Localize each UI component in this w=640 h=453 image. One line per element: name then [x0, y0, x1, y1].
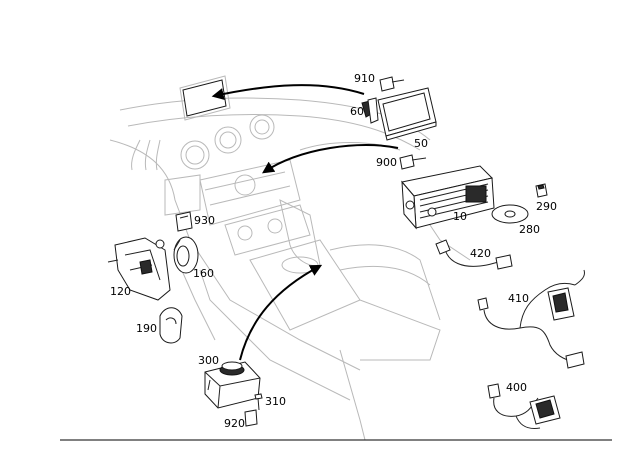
memory-card — [535, 183, 548, 198]
cover-930 — [175, 211, 193, 232]
screw-910 — [379, 76, 405, 92]
callout-410: 410 — [508, 292, 529, 305]
callout-50: 50 — [414, 137, 428, 150]
callout-160: 160 — [193, 267, 214, 280]
clip-920 — [244, 409, 258, 427]
callout-920: 920 — [224, 417, 245, 430]
bracket-assembly — [107, 237, 171, 301]
callout-290: 290 — [536, 200, 557, 213]
callout-910: 910 — [354, 72, 375, 85]
cable-400 — [487, 383, 561, 429]
speaker — [173, 236, 199, 274]
dashboard-sketch — [109, 97, 471, 441]
display-unit — [377, 87, 437, 141]
screw-310 — [254, 393, 263, 411]
arrow-controller — [239, 264, 323, 361]
head-unit — [401, 165, 495, 230]
callout-900: 900 — [376, 156, 397, 169]
callout-420: 420 — [470, 247, 491, 260]
callout-labels: 910 60 50 900 10 290 280 930 160 120 190… — [110, 72, 557, 430]
callout-310: 310 — [265, 395, 286, 408]
callout-10: 10 — [453, 210, 467, 223]
disc — [491, 204, 529, 224]
clip-900 — [399, 154, 427, 170]
callout-300: 300 — [198, 354, 219, 367]
callout-400: 400 — [506, 381, 527, 394]
callout-930: 930 — [194, 214, 215, 227]
display-bracket — [361, 97, 379, 124]
air-vents — [180, 114, 275, 170]
callout-60: 60 — [350, 105, 364, 118]
callout-120: 120 — [110, 285, 131, 298]
air-duct — [159, 307, 183, 344]
cable-410 — [477, 269, 585, 369]
controller-unit — [204, 361, 261, 409]
arrow-head-unit — [262, 144, 399, 174]
callout-280: 280 — [519, 223, 540, 236]
callout-190: 190 — [136, 322, 157, 335]
arrow-display — [211, 84, 365, 100]
dashboard-display-position — [179, 75, 231, 121]
cable-420 — [435, 239, 513, 270]
